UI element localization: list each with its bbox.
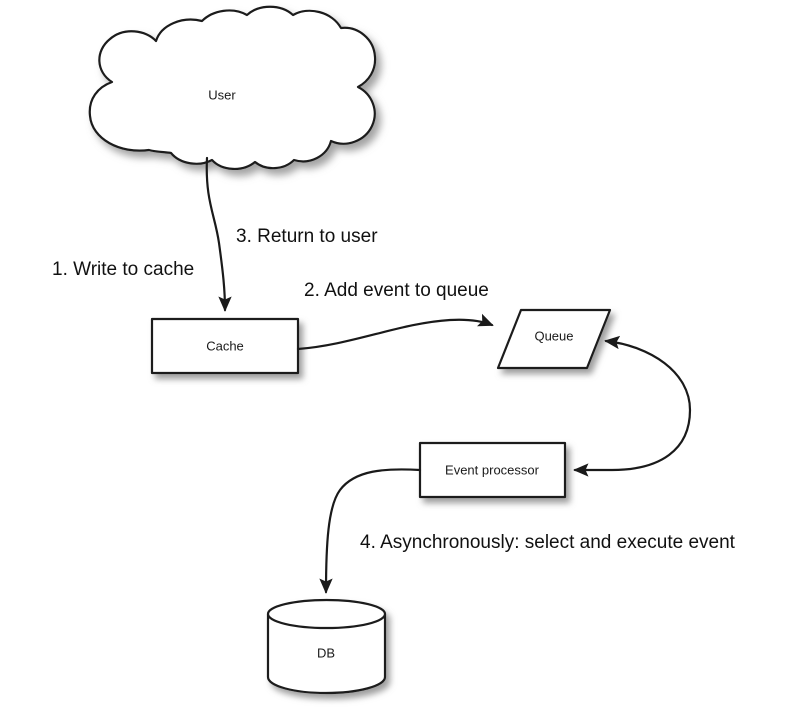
step-label-2: 2. Add event to queue (304, 280, 489, 301)
step-label-1: 1. Write to cache (52, 259, 194, 280)
node-event-processor-label: Event processor (445, 462, 540, 477)
node-user[interactable]: User (88, 5, 377, 170)
node-event-processor[interactable]: Event processor (418, 441, 567, 499)
step-label-3: 3. Return to user (236, 226, 378, 247)
edge-user-to-cache[interactable] (205, 156, 232, 312)
edge-event-processor-to-db[interactable] (319, 468, 422, 594)
node-cache[interactable]: Cache (150, 317, 300, 375)
node-db-label: DB (317, 645, 335, 660)
node-cache-label: Cache (206, 338, 244, 353)
node-queue-label: Queue (534, 328, 573, 343)
node-queue[interactable]: Queue (496, 308, 612, 370)
edge-queue-event-processor[interactable] (573, 335, 692, 477)
node-db[interactable]: DB (266, 598, 387, 695)
edge-cache-to-queue[interactable] (296, 313, 494, 351)
node-user-label: User (208, 87, 236, 102)
step-label-4: 4. Asynchronously: select and execute ev… (360, 532, 736, 553)
